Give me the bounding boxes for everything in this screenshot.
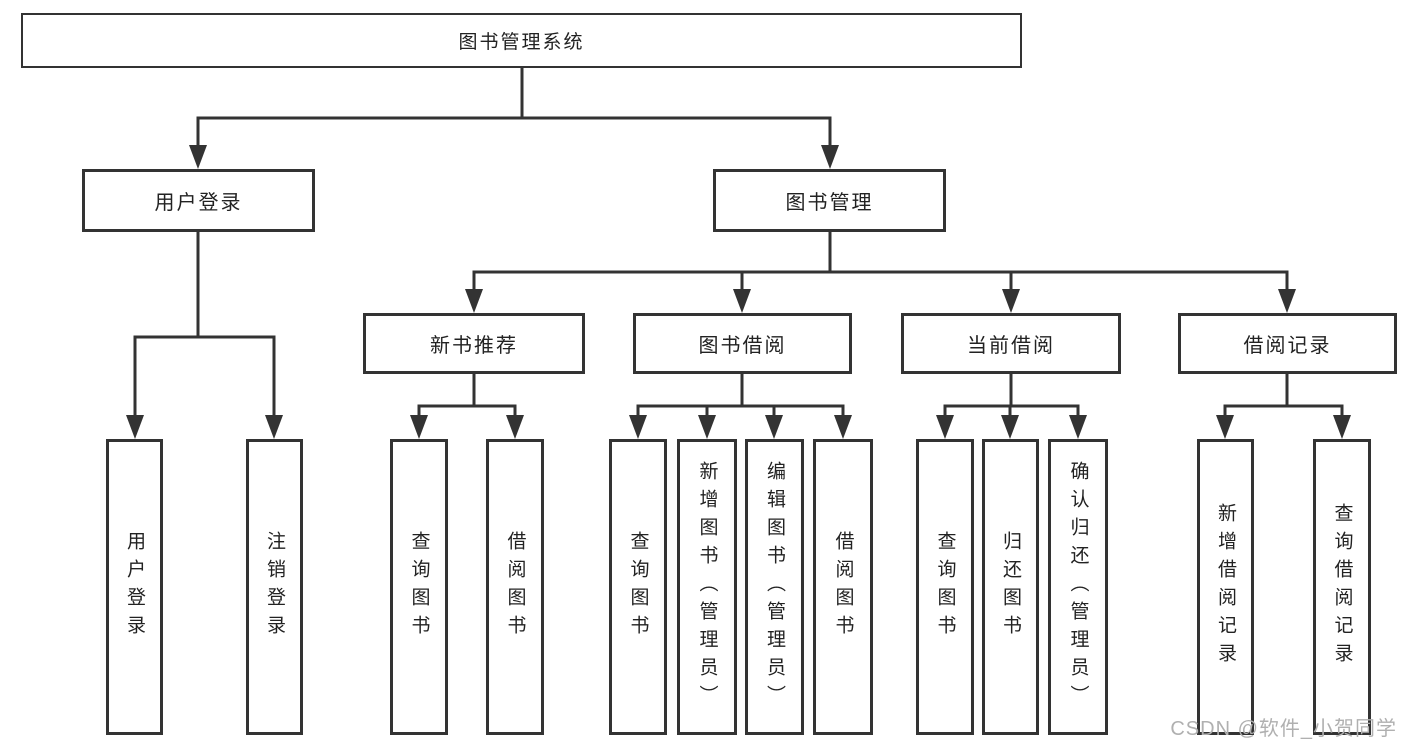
leaf-label: 新增图书（管理员） xyxy=(696,461,718,713)
node-book-management: 图书管理 xyxy=(713,169,946,232)
leaf-add-borrow-record: 新增借阅记录 xyxy=(1197,439,1254,735)
leaf-label: 查询图书 xyxy=(408,531,430,643)
node-label: 借阅记录 xyxy=(1243,335,1332,357)
leaf-borrow-books-recommend: 借阅图书 xyxy=(486,439,544,735)
leaf-label: 借阅图书 xyxy=(832,531,854,643)
node-label: 当前借阅 xyxy=(967,335,1055,357)
leaf-label: 编辑图书（管理员） xyxy=(764,461,785,713)
leaf-query-books-borrowing: 查询图书 xyxy=(609,439,667,735)
leaf-logout: 注销登录 xyxy=(246,439,303,735)
csdn-watermark: CSDN @软件_小贺同学 xyxy=(1170,718,1397,740)
node-borrowing-records: 借阅记录 xyxy=(1178,313,1397,374)
leaf-add-books-admin: 新增图书（管理员） xyxy=(677,439,737,735)
node-current-borrowing: 当前借阅 xyxy=(901,313,1121,374)
leaf-user-login: 用户登录 xyxy=(106,439,163,735)
node-book-borrowing: 图书借阅 xyxy=(633,313,852,374)
leaf-label: 新增借阅记录 xyxy=(1215,503,1236,671)
leaf-label: 归还图书 xyxy=(1000,531,1021,643)
leaf-label: 查询图书 xyxy=(934,531,956,643)
leaf-label: 查询图书 xyxy=(627,531,649,643)
node-label: 图书管理 xyxy=(785,192,874,214)
node-new-book-recommendation: 新书推荐 xyxy=(363,313,585,374)
node-library-management-system: 图书管理系统 xyxy=(21,13,1022,68)
leaf-query-books-recommend: 查询图书 xyxy=(390,439,448,735)
leaf-return-books: 归还图书 xyxy=(982,439,1039,735)
node-label: 新书推荐 xyxy=(430,335,518,357)
node-label: 图书管理系统 xyxy=(458,32,585,53)
leaf-label: 确认归还（管理员） xyxy=(1067,461,1089,713)
leaf-query-borrow-record: 查询借阅记录 xyxy=(1313,439,1371,735)
leaf-confirm-return-admin: 确认归还（管理员） xyxy=(1048,439,1108,735)
leaf-edit-books-admin: 编辑图书（管理员） xyxy=(745,439,804,735)
leaf-label: 查询借阅记录 xyxy=(1331,503,1353,671)
node-label: 用户登录 xyxy=(154,192,243,214)
leaf-borrow-books: 借阅图书 xyxy=(813,439,873,735)
leaf-query-books-current: 查询图书 xyxy=(916,439,974,735)
node-label: 图书借阅 xyxy=(698,335,787,357)
leaf-label: 用户登录 xyxy=(124,531,145,643)
node-user-login: 用户登录 xyxy=(82,169,315,232)
leaf-label: 注销登录 xyxy=(264,531,285,643)
leaf-label: 借阅图书 xyxy=(504,531,526,643)
